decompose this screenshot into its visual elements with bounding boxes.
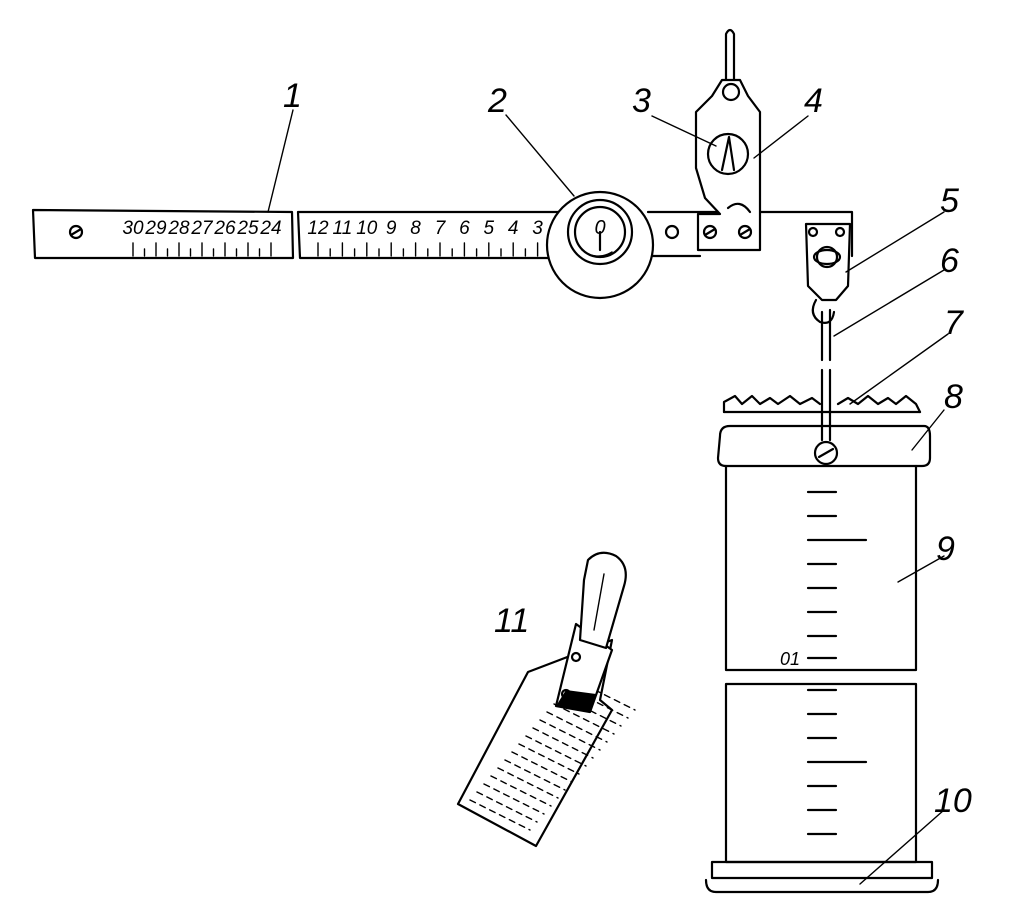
scoop-hatch-line bbox=[539, 719, 601, 751]
scoop-hatch-line bbox=[490, 775, 552, 807]
slider-dial: 0 bbox=[545, 190, 655, 300]
scale-number: 7 bbox=[435, 218, 447, 239]
callout-7: 7 bbox=[944, 304, 964, 342]
scale-number: 6 bbox=[459, 218, 470, 239]
callout-4: 4 bbox=[804, 82, 823, 120]
callout-2: 2 bbox=[487, 82, 507, 120]
scoop-hatch-line bbox=[553, 703, 615, 735]
level-indicator-icon bbox=[706, 132, 750, 176]
cylinder-base bbox=[704, 860, 940, 894]
cylinder-top bbox=[716, 394, 932, 468]
beam-left-segment bbox=[31, 208, 295, 260]
scoop-hatch-line bbox=[511, 751, 573, 783]
ticks-left bbox=[132, 242, 272, 257]
callout-1: 1 bbox=[283, 77, 302, 115]
callout-labels: 1 2 3 4 5 6 7 8 9 10 11 bbox=[283, 77, 972, 820]
graduated-cylinder: 01 bbox=[724, 464, 918, 864]
level-pointer bbox=[720, 135, 736, 172]
hook-pivot-icon bbox=[815, 245, 839, 269]
cylinder-upper bbox=[724, 464, 918, 672]
dial-ring bbox=[566, 198, 634, 266]
dial-face bbox=[573, 205, 627, 259]
scoop-hatch-line bbox=[483, 783, 545, 815]
scale-number: 10 bbox=[356, 218, 378, 239]
scoop bbox=[456, 551, 636, 848]
callout-8: 8 bbox=[944, 378, 963, 416]
bracket-eye bbox=[721, 82, 741, 102]
hanging-rod bbox=[820, 308, 832, 442]
callout-9: 9 bbox=[936, 530, 955, 568]
hanging-wire bbox=[724, 28, 736, 86]
scoop-hatch-line bbox=[504, 759, 566, 791]
scale-number: 24 bbox=[259, 218, 281, 239]
callout-5: 5 bbox=[940, 182, 959, 220]
callout-10: 10 bbox=[934, 782, 972, 820]
scale-number: 29 bbox=[144, 218, 167, 239]
scale-number: 30 bbox=[122, 218, 144, 239]
scale-number: 27 bbox=[190, 218, 214, 239]
scoop-hatch-line bbox=[532, 727, 594, 759]
cylinder-ticks bbox=[806, 490, 868, 836]
scale-number: 9 bbox=[386, 218, 397, 239]
scale-number: 28 bbox=[167, 218, 190, 239]
callout-3: 3 bbox=[632, 82, 651, 120]
callout-6: 6 bbox=[940, 242, 959, 280]
scoop-hatch-line bbox=[525, 735, 587, 767]
scoop-hatch-line bbox=[469, 799, 531, 831]
callout-11: 11 bbox=[494, 602, 529, 640]
scale-number: 25 bbox=[236, 218, 259, 239]
scoop-hatch-line bbox=[518, 743, 580, 775]
beam-far-segment bbox=[646, 210, 854, 258]
suspension-bracket bbox=[694, 28, 762, 252]
scale-number: 3 bbox=[532, 218, 543, 239]
left-screw-icon bbox=[68, 224, 84, 240]
bracket-plate bbox=[694, 78, 762, 252]
cylinder-lower bbox=[724, 682, 918, 864]
scoop-hatch-line bbox=[546, 711, 608, 743]
scoop-handle bbox=[578, 551, 627, 650]
hook-icon bbox=[811, 298, 836, 324]
hook-plate bbox=[804, 222, 852, 302]
cylinder-ring bbox=[716, 424, 932, 468]
cylinder-mark-label: 01 bbox=[780, 649, 800, 669]
scale-number: 4 bbox=[508, 218, 519, 239]
scale-number: 8 bbox=[410, 218, 421, 239]
scale-number: 5 bbox=[484, 218, 495, 239]
leader-lines bbox=[267, 109, 949, 885]
beam-right-segment bbox=[296, 210, 562, 260]
scoop-hatch-line bbox=[476, 791, 538, 823]
ticks-right bbox=[317, 242, 551, 257]
dial-zero-label: 0 bbox=[594, 217, 605, 239]
scoop-hatch-line bbox=[497, 767, 559, 799]
scale-number: 11 bbox=[333, 218, 353, 239]
scale-number: 26 bbox=[213, 218, 236, 239]
scale-number: 12 bbox=[307, 218, 329, 239]
beam-hole bbox=[664, 224, 680, 240]
hook-holder bbox=[804, 222, 852, 324]
